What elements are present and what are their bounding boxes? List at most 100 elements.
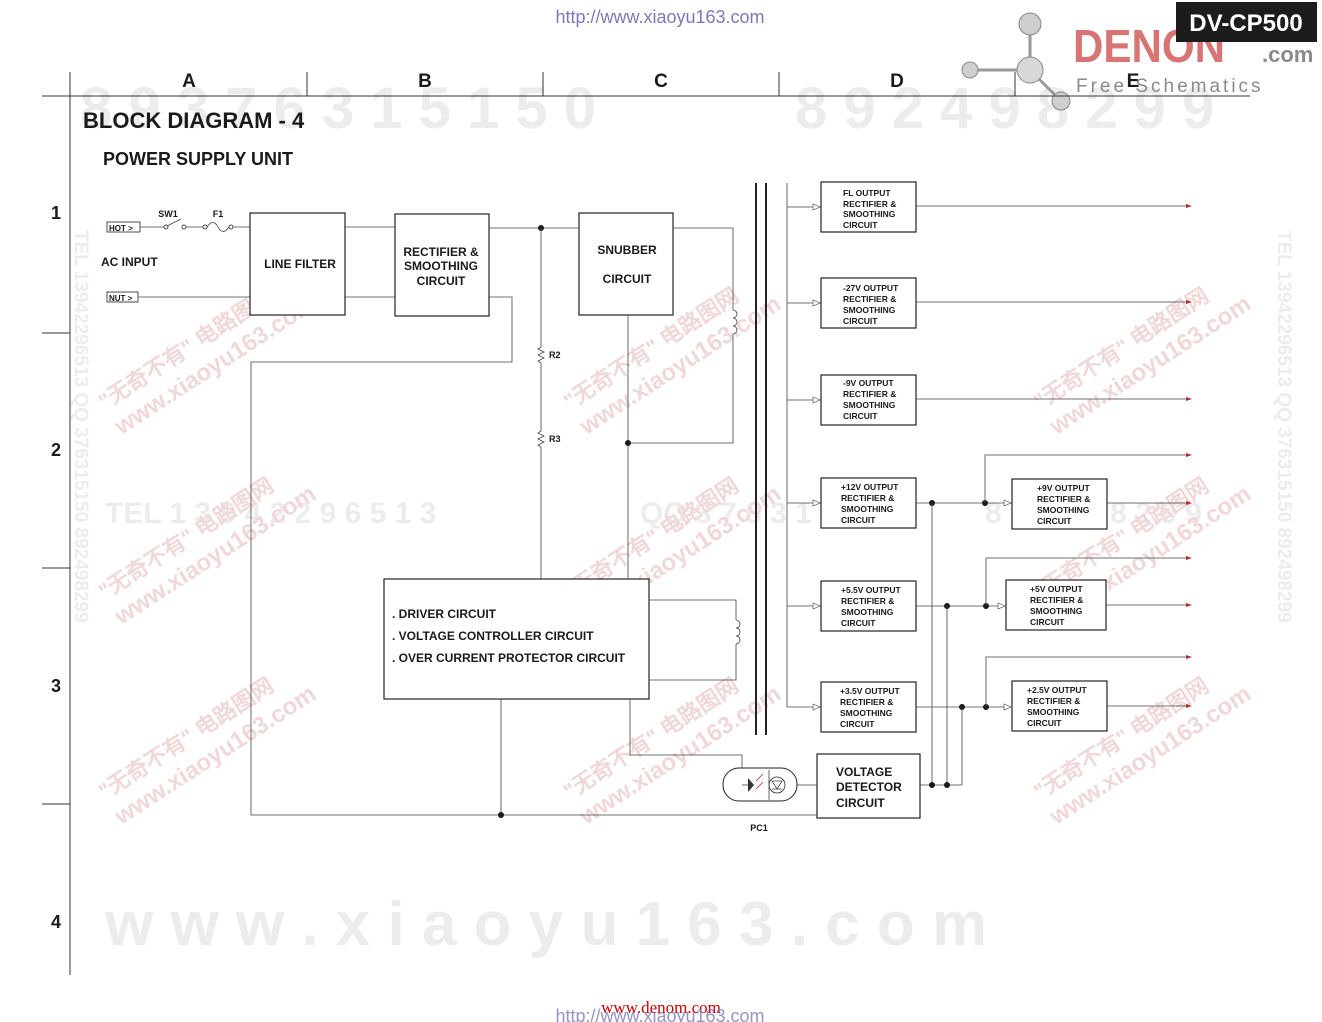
output-label-line: CIRCUIT: [841, 515, 876, 525]
watermark-side-right: TEL 13942296513 QQ 376315150 892498299: [1273, 230, 1294, 623]
voltage-detector-label-3: CIRCUIT: [836, 796, 885, 810]
page-title: BLOCK DIAGRAM - 4: [83, 108, 305, 133]
page-subtitle: POWER SUPPLY UNIT: [103, 149, 293, 169]
photocoupler-pc1: PC1: [722, 767, 817, 833]
output-label-line: FL OUTPUT: [843, 188, 891, 198]
output-label-line: CIRCUIT: [843, 411, 878, 421]
line-filter-block: LINE FILTER: [249, 212, 346, 316]
output-block-neg27v: -27V OUTPUT RECTIFIER & SMOOTHING CIRCUI…: [787, 277, 1192, 329]
snubber-block: SNUBBER CIRCUIT: [578, 212, 674, 316]
grid-row-labels: 1 2 3 4: [51, 203, 61, 932]
fuse-icon: [206, 222, 230, 232]
snubber-label-1: SNUBBER: [597, 243, 657, 257]
resistor-r2-icon: [537, 346, 545, 364]
fuse-contact-icon: [228, 224, 234, 230]
watermark-phone-2: 8 9 2 4 9 8 2 9 9: [795, 76, 1214, 141]
output-label-line: RECTIFIER &: [841, 493, 894, 503]
sw1-label: SW1: [158, 209, 178, 219]
brand-tagline: Free Schematics: [1076, 76, 1264, 97]
arrow-right-icon: [1003, 703, 1012, 711]
output-label-line: RECTIFIER &: [843, 294, 896, 304]
output-block-fl: FL OUTPUT RECTIFIER & SMOOTHING CIRCUIT: [787, 181, 1192, 233]
url-denom: www.denom.com: [601, 998, 721, 1017]
column-label-a: A: [182, 71, 196, 92]
output-label-line: CIRCUIT: [843, 316, 878, 326]
output-label-line: SMOOTHING: [843, 209, 896, 219]
brand-suffix: .com: [1262, 42, 1313, 67]
output-label-line: -27V OUTPUT: [843, 283, 899, 293]
output-arrow-icon: [1186, 603, 1192, 607]
output-block-neg9v: -9V OUTPUT RECTIFIER & SMOOTHING CIRCUIT: [787, 374, 1192, 426]
row-label-2: 2: [51, 440, 61, 460]
regulator-label-line: +2.5V OUTPUT: [1027, 685, 1088, 695]
row-label-4: 4: [51, 912, 61, 932]
regulator-section: +9V OUTPUT RECTIFIER & SMOOTHING CIRCUIT…: [916, 453, 1192, 788]
output-block-12v: +12V OUTPUT RECTIFIER & SMOOTHING CIRCUI…: [787, 477, 917, 529]
column-label-e: E: [1127, 71, 1140, 92]
rectifier-label-2: SMOOTHING: [404, 259, 478, 273]
photodiode-icon: [771, 780, 783, 790]
output-arrow-icon: [1186, 655, 1192, 659]
phototransistor-icon: [768, 776, 786, 794]
junction-dot: [929, 782, 935, 788]
output-label-line: +3.5V OUTPUT: [840, 686, 901, 696]
light-arrow-icon: [755, 781, 764, 790]
model-name: DV-CP500: [1189, 10, 1302, 37]
rectifier-label-3: CIRCUIT: [417, 274, 466, 288]
junction-dot: [498, 812, 504, 818]
regulator-label-line: SMOOTHING: [1030, 606, 1083, 616]
transformer-core: [755, 183, 788, 735]
arrow-right-icon: [812, 499, 821, 507]
logo-node-icon: [1018, 12, 1042, 36]
watermark-site-big: w w w . x i a o y u 1 6 3 . c o m: [104, 890, 987, 959]
resistor-r3-icon: [537, 430, 545, 448]
hot-terminal: HOT >: [109, 224, 133, 233]
arrow-right-icon: [1003, 499, 1012, 507]
regulator-label-line: CIRCUIT: [1027, 718, 1062, 728]
transformer-primary-coil-icon: [732, 309, 738, 335]
driver-label-1: . DRIVER CIRCUIT: [392, 607, 497, 621]
regulator-label-line: RECTIFIER &: [1037, 494, 1090, 504]
fuse-contact-icon: [202, 224, 208, 230]
regulator-label-line: SMOOTHING: [1027, 707, 1080, 717]
led-icon: [748, 778, 754, 792]
output-label-line: -9V OUTPUT: [843, 378, 894, 388]
arrow-right-icon: [997, 602, 1006, 610]
output-label-line: SMOOTHING: [840, 708, 893, 718]
regulator-label-line: RECTIFIER &: [1030, 595, 1083, 605]
regulator-label-line: RECTIFIER &: [1027, 696, 1080, 706]
regulator-label-line: +9V OUTPUT: [1037, 483, 1090, 493]
output-label-line: CIRCUIT: [841, 618, 876, 628]
output-label-line: SMOOTHING: [841, 607, 894, 617]
output-arrow-icon: [1186, 501, 1192, 505]
watermark-tel: TEL 1 3 9 4 2 2 9 6 5 1 3: [105, 497, 436, 530]
rectifier-label-1: RECTIFIER &: [403, 245, 479, 259]
output-label-line: RECTIFIER &: [840, 697, 893, 707]
output-block-3-5v: +3.5V OUTPUT RECTIFIER & SMOOTHING CIRCU…: [787, 681, 917, 733]
arrow-right-icon: [812, 703, 821, 711]
line-filter-label: LINE FILTER: [264, 257, 336, 271]
regulator-label-line: +5V OUTPUT: [1030, 584, 1083, 594]
row-label-3: 3: [51, 676, 61, 696]
output-arrow-icon: [1186, 397, 1192, 401]
r3-label: R3: [549, 434, 561, 444]
watermark-side-left: TEL 13942296513 QQ 376315150 892498299: [70, 230, 91, 623]
output-label-line: +12V OUTPUT: [841, 482, 899, 492]
output-label-line: SMOOTHING: [841, 504, 894, 514]
primary-wiring: R2 R3: [250, 225, 817, 818]
column-label-b: B: [418, 71, 432, 92]
arrow-right-icon: [812, 203, 821, 211]
ac-input: HOT > NUT > AC INPUT SW1 F1: [101, 209, 250, 303]
snubber-label-2: CIRCUIT: [603, 272, 652, 286]
grid-column-labels: A B C D E: [182, 71, 1139, 92]
model-badge: [1176, 2, 1317, 42]
switch-lever-icon: [166, 218, 182, 227]
regulator-label-line: CIRCUIT: [1037, 516, 1072, 526]
logo-node-icon: [1016, 56, 1044, 84]
output-block-5-5v: +5.5V OUTPUT RECTIFIER & SMOOTHING CIRCU…: [787, 580, 917, 632]
output-arrow-icon: [1186, 204, 1192, 208]
